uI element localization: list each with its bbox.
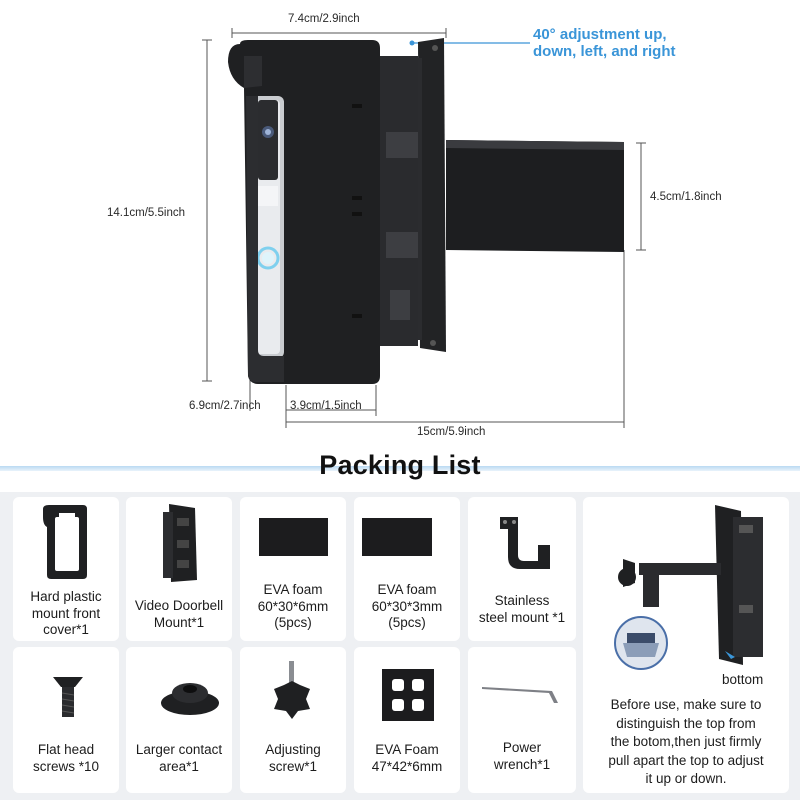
product-diagram bbox=[202, 28, 646, 428]
item-caption: Hard plastic mount front cover*1 bbox=[30, 589, 102, 637]
callout-line-1: 40° adjustment up, bbox=[533, 26, 667, 43]
item-card-flat-head-screws: Flat head screws *10 bbox=[13, 647, 119, 793]
item-caption: Larger contact area*1 bbox=[135, 742, 223, 774]
bottom-label: bottom bbox=[722, 672, 764, 687]
doorbell-mount-icon bbox=[163, 504, 197, 582]
front-cover-icon bbox=[43, 505, 87, 579]
title-backdrop bbox=[0, 471, 800, 492]
foam-pad-thick-icon bbox=[259, 518, 328, 556]
dim-height: 14.1cm/5.5inch bbox=[107, 207, 185, 219]
dimension-lines bbox=[202, 28, 646, 428]
item-card-contact-area: Larger contact area*1 bbox=[126, 647, 232, 793]
item-caption: Flat head screws *10 bbox=[32, 742, 100, 774]
flat-head-screw-icon bbox=[53, 677, 83, 717]
middle-bracket bbox=[380, 56, 418, 346]
adjustment-callout: 40° adjustment up, down, left, and right bbox=[533, 26, 676, 60]
item-card-front-cover: Hard plastic mount front cover*1 bbox=[13, 497, 119, 641]
item-card-eva-foam-square: EVA Foam 47*42*6mm bbox=[354, 647, 460, 793]
allen-wrench-icon bbox=[482, 687, 558, 703]
item-caption: EVA foam 60*30*3mm (5pcs) bbox=[371, 582, 443, 630]
knob-screw-icon bbox=[274, 661, 310, 719]
contact-disc-icon bbox=[161, 683, 219, 715]
callout-line-2: down, left, and right bbox=[533, 43, 676, 60]
item-card-power-wrench: Power wrench*1 bbox=[468, 647, 576, 793]
foam-square-icon bbox=[382, 669, 434, 721]
section-divider bbox=[0, 466, 800, 471]
steel-strap bbox=[446, 140, 624, 252]
doorbell-housing bbox=[228, 40, 380, 384]
dim-strap-height: 4.5cm/1.8inch bbox=[650, 191, 722, 203]
item-caption: Video Doorbell Mount*1 bbox=[134, 598, 224, 630]
steel-mount-icon bbox=[500, 517, 550, 569]
item-card-eva-foam-6mm: EVA foam 60*30*6mm (5pcs) bbox=[240, 497, 346, 641]
dim-bottom-depth: 6.9cm/2.7inch bbox=[189, 400, 261, 412]
instruction-text: Before use, make sure to distinguish the… bbox=[608, 697, 764, 786]
instruction-card: bottom Before use, make sure to distingu… bbox=[583, 497, 789, 793]
foam-pad-thin-icon bbox=[362, 518, 432, 556]
item-caption: Stainless steel mount *1 bbox=[478, 593, 566, 625]
item-caption: Adjusting screw*1 bbox=[265, 742, 321, 774]
item-card-steel-mount: Stainless steel mount *1 bbox=[468, 497, 576, 641]
dim-face-width: 3.9cm/1.5inch bbox=[290, 400, 362, 412]
dim-top-width: 7.4cm/2.9inch bbox=[288, 13, 360, 25]
item-card-adjusting-screw: Adjusting screw*1 bbox=[240, 647, 346, 793]
section-title: Packing List bbox=[319, 450, 481, 480]
item-card-doorbell-mount: Video Doorbell Mount*1 bbox=[126, 497, 232, 641]
item-caption: EVA Foam 47*42*6mm bbox=[371, 742, 443, 774]
item-caption: Power wrench*1 bbox=[493, 740, 551, 772]
item-card-eva-foam-3mm: EVA foam 60*30*3mm (5pcs) bbox=[354, 497, 460, 641]
item-caption: EVA foam 60*30*6mm (5pcs) bbox=[257, 582, 329, 630]
dim-total-length: 15cm/5.9inch bbox=[417, 426, 486, 438]
bracket-assembly-illustration bbox=[614, 505, 763, 670]
